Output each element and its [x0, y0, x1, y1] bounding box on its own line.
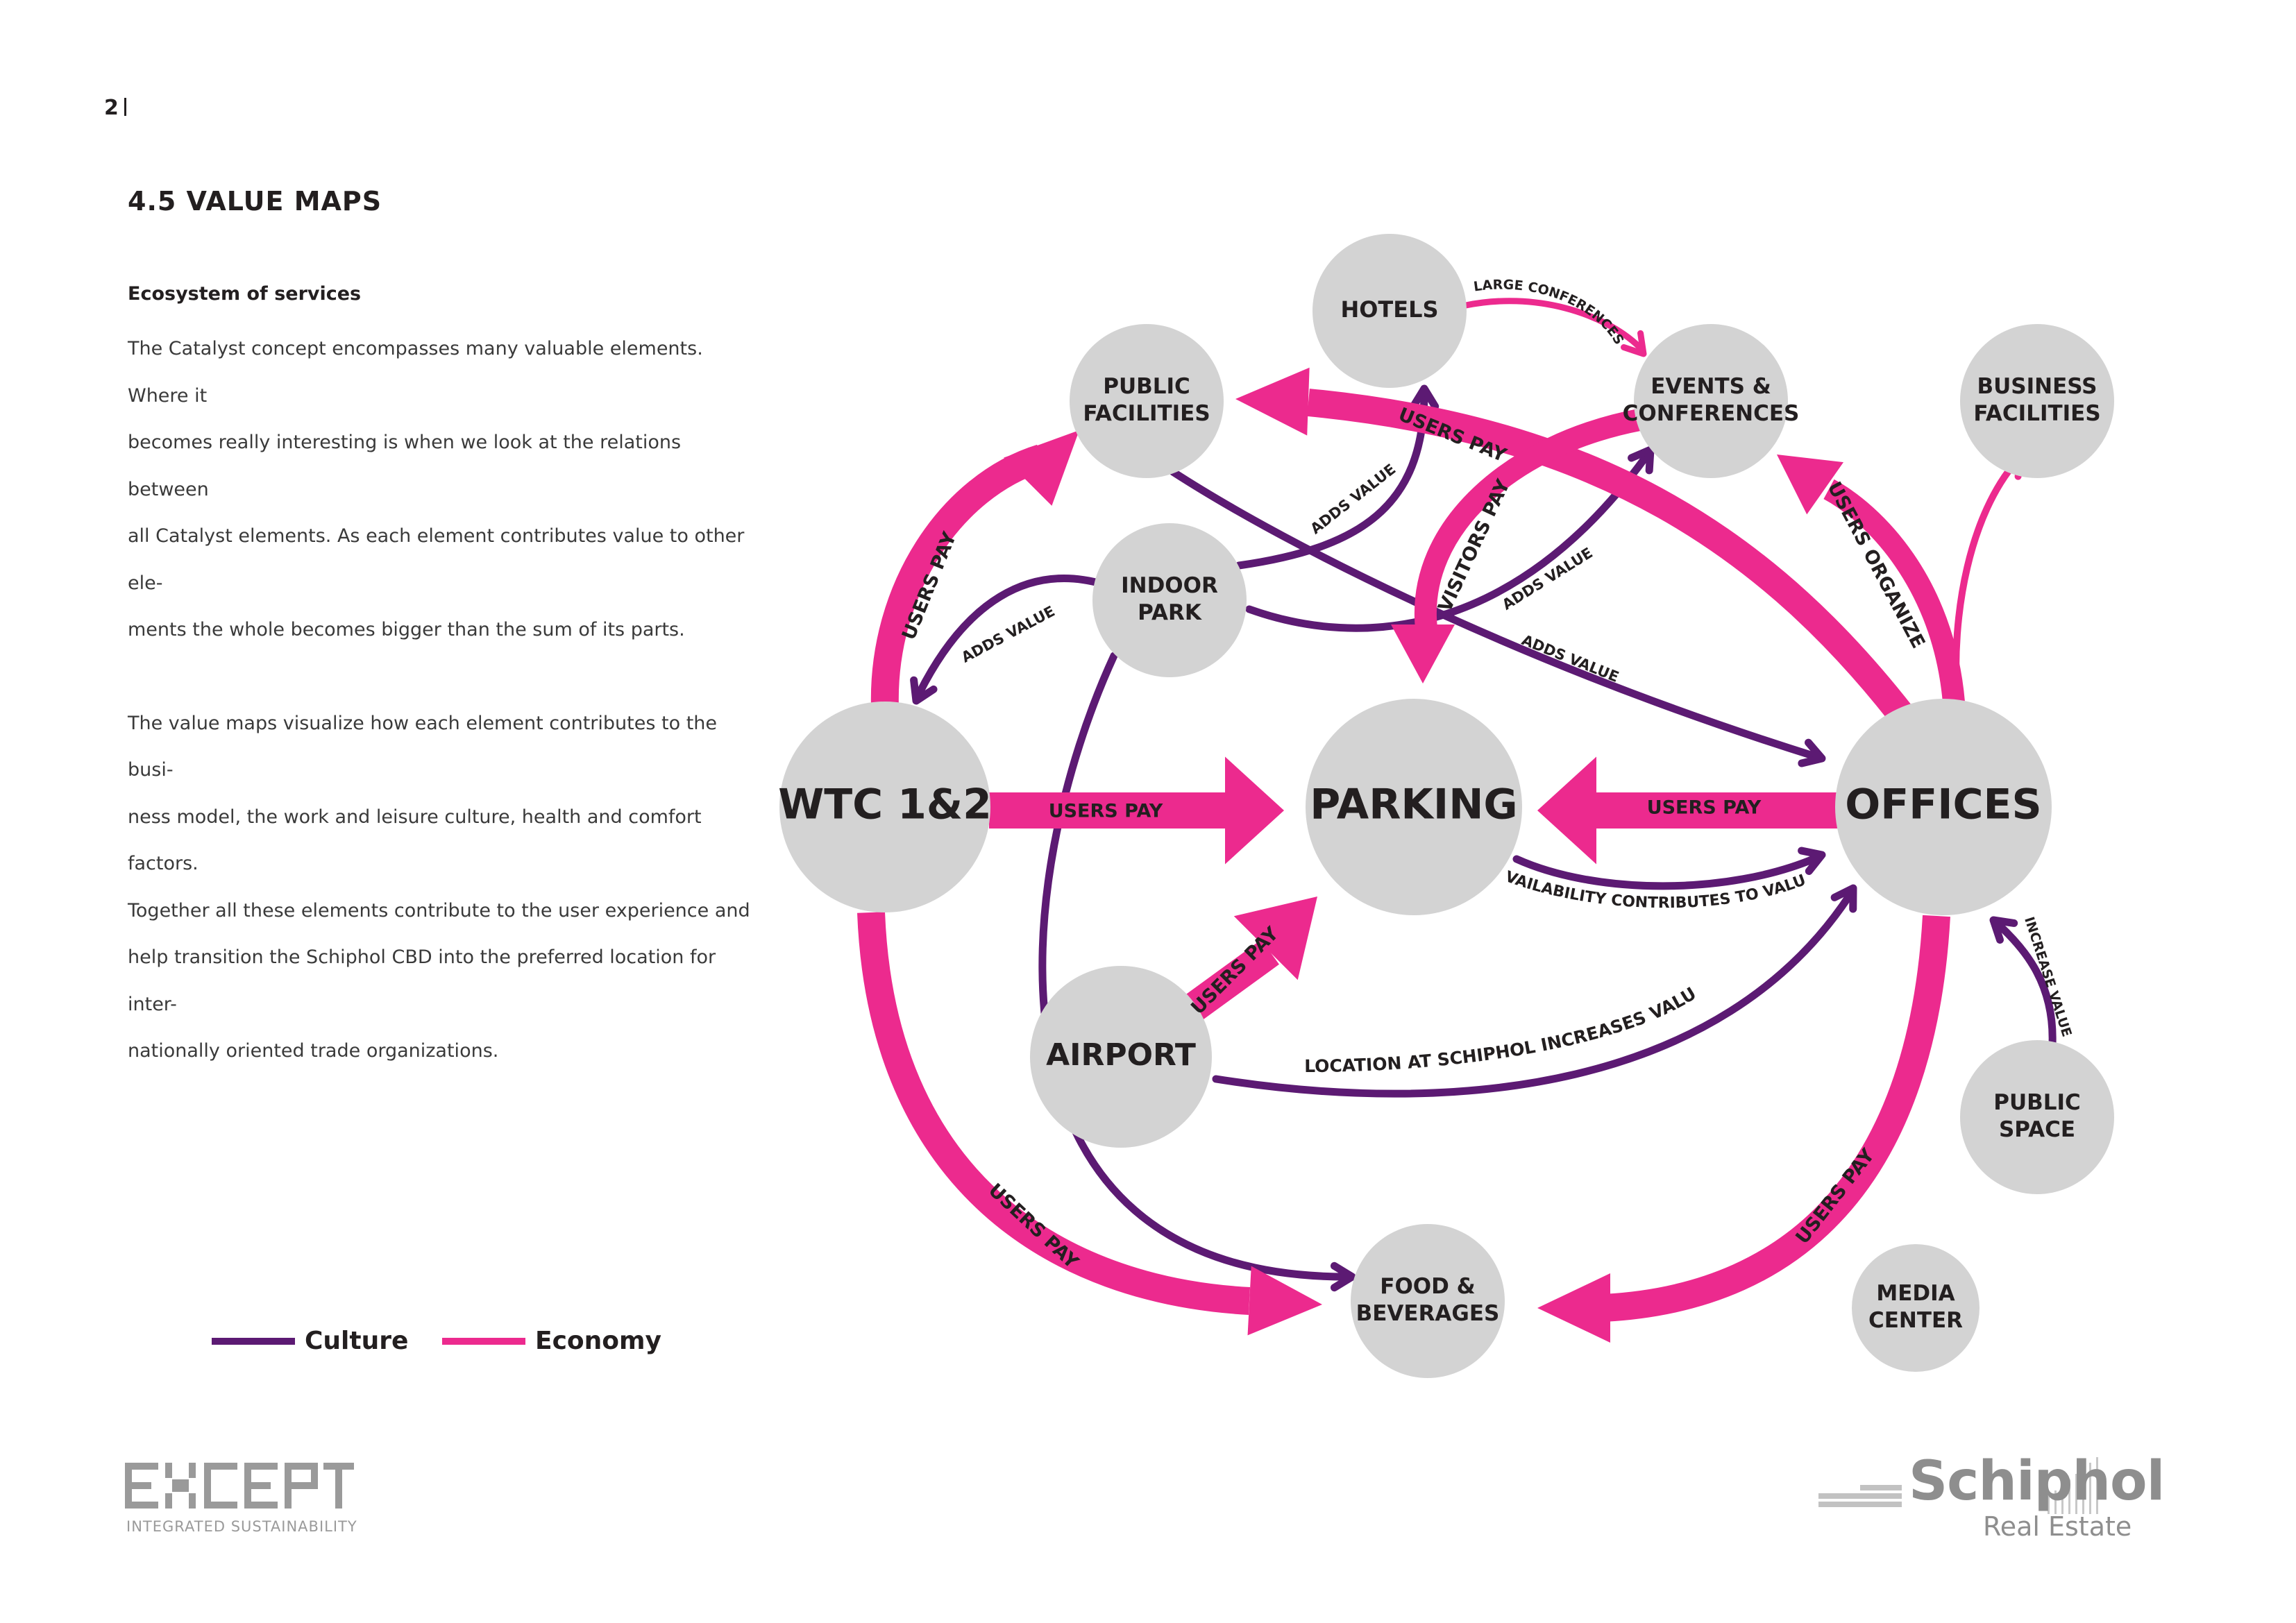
arrow-park-to-food [1038, 652, 1356, 1292]
label-adds-value-park-hotels: ADDS VALUE [1307, 461, 1399, 537]
node-label: FACILITIES [1083, 401, 1210, 426]
node-hotels: HOTELS [1312, 234, 1467, 388]
legend-label: Culture [305, 1327, 409, 1355]
node-label: HOTELS [1340, 296, 1438, 323]
except-tagline: INTEGRATED SUSTAINABILITY [126, 1518, 357, 1535]
intro-line: The Catalyst concept encompasses many va… [128, 338, 703, 407]
node-label: CONFERENCES [1623, 401, 1800, 426]
node-parking: PARKING [1306, 699, 1522, 915]
node-offices: OFFICES [1835, 699, 2052, 915]
intro-line: becomes really interesting is when we lo… [128, 432, 682, 500]
intro-line: help transition the Schiphol CBD into th… [128, 946, 716, 1015]
arrow-park-to-hotels [1235, 384, 1440, 570]
arrow-publicspace-to-offices [1989, 916, 2057, 1048]
node-label: OFFICES [1845, 781, 2042, 829]
arrow-offices-to-public [1235, 367, 1923, 738]
schiphol-logo-mark [1818, 1457, 2098, 1514]
legend-swatch-culture [212, 1337, 295, 1345]
arrow-parking-to-offices [1512, 847, 1826, 890]
node-label: PARK [1138, 600, 1202, 625]
intro-line: The value maps visualize how each elemen… [128, 712, 718, 781]
node-label: EVENTS & [1651, 374, 1771, 399]
arrow-airport-to-offices [1212, 884, 1857, 1098]
label-large-conferences: LARGE CONFERENCES [1473, 277, 1627, 347]
label-users-pay-offices-parking: USERS PAY [1647, 797, 1762, 819]
node-label: AIRPORT [1046, 1037, 1196, 1073]
schiphol-wordmark: Schiphol [1909, 1450, 2165, 1513]
intro-text: Ecosystem of services The Catalyst conce… [128, 283, 752, 1075]
arrow-events-to-parking [1391, 409, 1642, 683]
arrow-wtc-to-public [870, 430, 1079, 708]
section-title: 4.5 VALUE MAPS [128, 186, 382, 216]
intro-subtitle: Ecosystem of services [128, 283, 362, 305]
node-label: FACILITIES [1973, 401, 2100, 426]
node-airport: AIRPORT [1030, 966, 1212, 1148]
intro-line: all Catalyst elements. As each element c… [128, 525, 745, 594]
node-label: PUBLIC [1103, 374, 1190, 399]
intro-line: ness model, the work and leisure culture… [128, 806, 702, 875]
intro-line: Together all these elements contribute t… [128, 899, 750, 921]
node-label: PUBLIC [1993, 1090, 2081, 1115]
arrow-offices-to-events-org [1777, 454, 1965, 704]
label-users-pay-offices-food: USERS PAY [1791, 1145, 1879, 1248]
arrow-wtc-to-food [857, 912, 1322, 1336]
arrow-hotels-to-events [1462, 298, 1647, 357]
node-events-conferences: EVENTS &CONFERENCES [1623, 324, 1800, 478]
page-number: 2 [104, 96, 126, 120]
legend-label: Economy [535, 1327, 662, 1355]
node-label: MEDIA [1876, 1281, 1955, 1306]
arrow-park-to-wtc [910, 575, 1108, 705]
node-wtc: WTC 1&2 [778, 702, 992, 912]
node-label: BEVERAGES [1356, 1301, 1500, 1326]
schiphol-tagline: Real Estate [1983, 1511, 2132, 1542]
intro-line: ments the whole becomes bigger than the … [128, 619, 685, 640]
arrow-offices-to-parking [1537, 756, 1839, 865]
legend-swatch-economy [442, 1337, 525, 1345]
node-label: FOOD & [1380, 1274, 1475, 1299]
node-label: WTC 1&2 [778, 781, 992, 829]
node-food-beverages: FOOD &BEVERAGES [1351, 1224, 1505, 1378]
intro-line: nationally oriented trade organizations. [128, 1040, 499, 1062]
legend-item-economy: Economy [442, 1327, 661, 1355]
legend-item-culture: Culture [212, 1327, 408, 1355]
arrow-wtc-to-parking [989, 756, 1284, 865]
arrow-offices-to-food [1537, 915, 1950, 1343]
node-label: SPACE [1999, 1117, 2075, 1142]
node-label: PARKING [1310, 781, 1517, 829]
except-logo [125, 1463, 354, 1509]
arrow-airport-to-parking [1185, 897, 1317, 1020]
arrow-offices-to-business [1952, 452, 2025, 708]
label-users-pay-wtc-parking: USERS PAY [1049, 801, 1163, 822]
node-label: INDOOR [1121, 573, 1218, 598]
node-label: CENTER [1868, 1308, 1963, 1333]
node-label: BUSINESS [1977, 374, 2097, 399]
